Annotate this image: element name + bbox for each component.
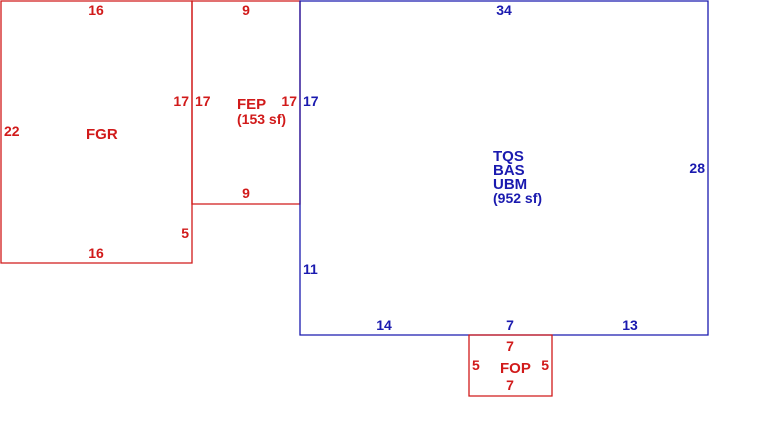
fep-dim-bottom: 9 (242, 185, 250, 201)
fgr-dim-right: 17 (173, 93, 189, 109)
main-area: 34 17 11 28 14 7 13 TQS BAS UBM (952 sf) (299, 0, 709, 336)
fgr-area: 16 22 17 5 16 FGR (0, 0, 193, 264)
fop-dim-right: 5 (541, 357, 549, 373)
main-dim-right: 28 (689, 160, 705, 176)
fep-dim-right: 17 (281, 93, 297, 109)
fgr-dim-top: 16 (88, 2, 104, 18)
fop-area: 7 5 5 7 FOP (468, 334, 553, 397)
main-dim-bottom-left: 14 (376, 317, 392, 333)
fop-dim-top: 7 (506, 338, 514, 354)
main-dim-bottom-mid: 7 (506, 317, 514, 333)
main-dim-left-upper: 17 (303, 93, 319, 109)
main-label-ubm: UBM (493, 176, 527, 193)
main-dim-top: 34 (496, 2, 512, 18)
fop-outline (468, 334, 553, 397)
fgr-dim-left: 22 (4, 123, 20, 139)
fep-area: 9 17 17 9 FEP (153 sf) (191, 0, 301, 205)
fep-dim-top: 9 (242, 2, 250, 18)
fep-area-sf: (153 sf) (237, 111, 286, 127)
fop-dim-left: 5 (472, 357, 480, 373)
fep-label: FEP (237, 96, 266, 113)
fgr-label: FGR (86, 126, 118, 143)
fop-label: FOP (500, 360, 531, 377)
main-dim-left-lower: 11 (303, 261, 318, 277)
fgr-dim-bottom-right: 5 (181, 225, 189, 241)
fgr-outline (0, 0, 193, 264)
main-label-bas: BAS (493, 162, 525, 179)
fep-dim-left: 17 (195, 93, 211, 109)
main-area-sf: (952 sf) (493, 190, 542, 206)
main-dim-bottom-right: 13 (622, 317, 638, 333)
main-outline (299, 0, 709, 336)
main-label-tqs: TQS (493, 148, 524, 165)
fgr-dim-bottom: 16 (88, 245, 104, 261)
fop-dim-bottom: 7 (506, 377, 514, 393)
